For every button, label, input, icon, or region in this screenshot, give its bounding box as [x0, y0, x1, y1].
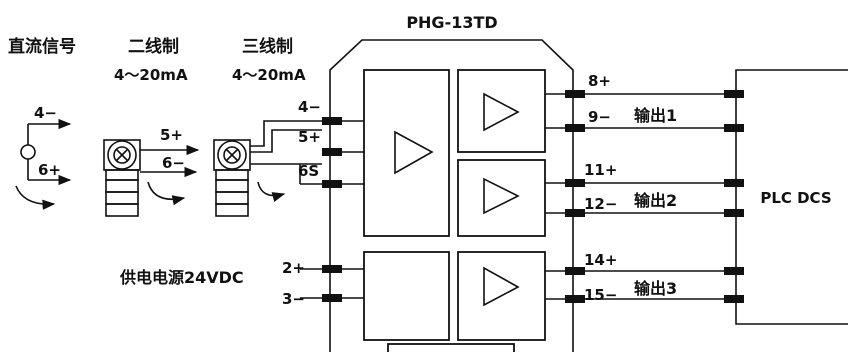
dc-minus-label: 4− [34, 104, 57, 122]
input-terminal-blocks [322, 117, 342, 302]
input-terminal-4-minus: 4− [298, 98, 321, 116]
amplifier-symbol [394, 130, 434, 175]
input-module-box [363, 69, 450, 237]
output-3-minus-terminal: 15− [584, 286, 617, 304]
input-terminal-5-plus: 5+ [298, 128, 321, 146]
input-terminal-6s: 6S [298, 162, 319, 180]
amplifier-symbol-1 [483, 92, 520, 132]
amplifier-symbol-3 [483, 266, 520, 307]
output-3-label: 输出3 [634, 279, 677, 298]
output-1-plus-terminal: 8+ [588, 72, 611, 90]
output-2-plus-terminal: 11+ [584, 161, 617, 179]
three-wire-heading: 三线制 [242, 36, 293, 57]
tx-plus-label: 5+ [160, 126, 183, 144]
bottom-module-box [387, 343, 515, 352]
amplifier-symbol-2 [483, 177, 520, 215]
output-3-plus-terminal: 14+ [584, 251, 617, 269]
amp-box-2 [457, 159, 546, 237]
output-2-minus-terminal: 12− [584, 195, 617, 213]
input-internal-wires [300, 120, 364, 299]
two-wire-range: 4～20mA [114, 66, 188, 84]
amp-box-1 [457, 69, 546, 153]
output-1-label: 输出1 [634, 106, 677, 125]
current-source-icon [15, 118, 72, 210]
dc-signal-heading: 直流信号 [8, 36, 76, 57]
power-supply-label: 供电电源24VDC [119, 268, 244, 287]
power-terminal-plus: 2+ [282, 259, 305, 277]
two-wire-transmitter-icon [103, 139, 200, 217]
three-wire-range: 4～20mA [232, 66, 306, 84]
output-terminal-blocks [565, 90, 744, 303]
three-wire-transmitter-icon [213, 120, 322, 217]
two-wire-heading: 二线制 [128, 36, 179, 57]
power-module-box [363, 251, 450, 341]
receiver-box [735, 69, 848, 325]
device-title: PHG-13TD [406, 13, 497, 32]
power-terminal-minus: 3− [282, 290, 305, 308]
receiver-label: PLC DCS [760, 189, 831, 207]
dc-plus-label: 6+ [38, 161, 61, 179]
tx-minus-label: 6− [162, 154, 185, 172]
output-1-minus-terminal: 9− [588, 108, 611, 126]
output-2-label: 输出2 [634, 191, 677, 210]
